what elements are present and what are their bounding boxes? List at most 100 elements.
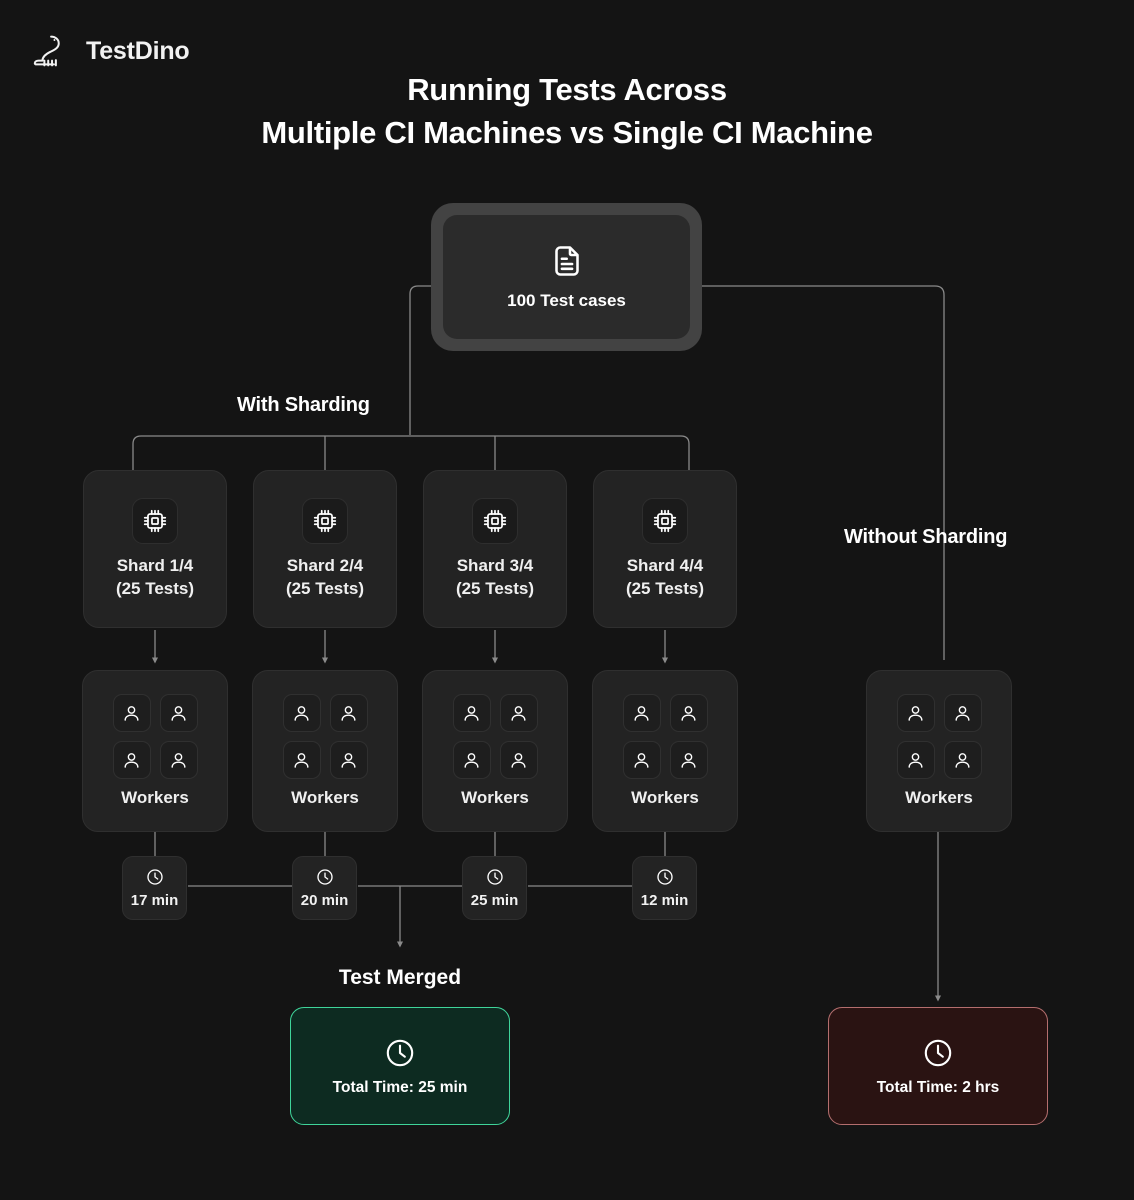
time-badge-shard-2-value: 20 min [300,892,349,909]
worker-cell [452,741,491,779]
worker-cell [669,694,708,732]
cpu-icon [143,509,167,533]
user-icon [294,752,309,768]
cpu-icon-tile [472,498,518,544]
title-line-2: Multiple CI Machines vs Single CI Machin… [261,115,873,150]
worker-cell [499,694,538,732]
shard-card-1[interactable]: Shard 1/4 (25 Tests) [83,470,227,628]
workers-card-5-unsharded[interactable]: Workers [866,670,1012,832]
worker-cell [112,694,151,732]
user-icon [171,752,186,768]
shard-card-4-text: Shard 4/4 (25 Tests) [626,554,704,600]
user-icon [634,752,649,768]
user-icon [908,705,923,721]
user-icon [681,705,696,721]
document-icon [554,246,579,276]
user-icon [124,705,139,721]
workers-card-4[interactable]: Workers [592,670,738,832]
clock-icon [146,869,163,885]
shard-card-4[interactable]: Shard 4/4 (25 Tests) [593,470,737,628]
workers-card-3[interactable]: Workers [422,670,568,832]
worker-cell [329,741,368,779]
worker-cell [329,694,368,732]
result-card-sharded-text: Total Time: 25 min [332,1078,468,1096]
shard-card-4-name: Shard 4/4 [626,556,704,575]
workers-card-4-label: Workers [631,788,699,807]
shard-card-4-tests: (25 Tests) [625,579,705,598]
user-icon [294,705,309,721]
worker-cell [159,741,198,779]
root-node-test-cases[interactable]: 100 Test cases [431,203,702,351]
shard-card-3[interactable]: Shard 3/4 (25 Tests) [423,470,567,628]
brand-name: TestDino [86,36,190,65]
user-icon [341,705,356,721]
shard-card-3-tests: (25 Tests) [455,579,535,598]
dinosaur-icon [33,35,60,67]
workers-card-1-label: Workers [121,788,189,807]
time-badge-shard-1[interactable]: 17 min [122,856,187,920]
user-icon [511,752,526,768]
worker-cell [282,741,321,779]
cpu-icon-tile [302,498,348,544]
time-badge-shard-3-value: 25 min [470,892,519,909]
cpu-icon [313,509,337,533]
workers-card-3-label: Workers [461,788,529,807]
worker-icon-grid [896,694,982,779]
worker-cell [622,694,661,732]
worker-cell [622,741,661,779]
user-icon [341,752,356,768]
shard-card-1-tests: (25 Tests) [115,579,195,598]
root-node-label: 100 Test cases [507,291,626,310]
user-icon [955,752,970,768]
user-icon [955,705,970,721]
user-icon [511,705,526,721]
user-icon [908,752,923,768]
worker-icon-grid [622,694,708,779]
shard-card-2-text: Shard 2/4 (25 Tests) [286,554,364,600]
test-merged-label: Test Merged [338,966,462,989]
workers-card-2[interactable]: Workers [252,670,398,832]
worker-cell [896,741,935,779]
shard-card-1-text: Shard 1/4 (25 Tests) [116,554,194,600]
clock-icon [924,1039,952,1066]
clock-icon [656,869,673,885]
worker-cell [112,741,151,779]
clock-icon [386,1039,414,1066]
time-badge-shard-1-value: 17 min [130,892,179,909]
result-card-sharded[interactable]: Total Time: 25 min [290,1007,510,1125]
cpu-icon-tile [642,498,688,544]
user-icon [464,752,479,768]
time-badge-shard-3[interactable]: 25 min [462,856,527,920]
user-icon [634,705,649,721]
time-badge-shard-2[interactable]: 20 min [292,856,357,920]
shard-card-3-text: Shard 3/4 (25 Tests) [456,554,534,600]
clock-icon [486,869,503,885]
worker-cell [282,694,321,732]
branch-label-with-sharding: With Sharding [237,394,370,416]
page-title: Running Tests Across Multiple CI Machine… [0,68,1134,154]
result-card-unsharded-text: Total Time: 2 hrs [876,1078,1000,1096]
cpu-icon [653,509,677,533]
result-card-unsharded[interactable]: Total Time: 2 hrs [828,1007,1048,1125]
title-line-1: Running Tests Across [407,72,727,107]
shard-card-2-name: Shard 2/4 [286,556,364,575]
root-node-inner: 100 Test cases [443,215,690,339]
user-icon [124,752,139,768]
shard-card-2[interactable]: Shard 2/4 (25 Tests) [253,470,397,628]
workers-card-1[interactable]: Workers [82,670,228,832]
time-badge-shard-4[interactable]: 12 min [632,856,697,920]
worker-cell [943,694,982,732]
worker-cell [452,694,491,732]
shard-card-1-name: Shard 1/4 [116,556,194,575]
worker-cell [669,741,708,779]
worker-icon-grid [452,694,538,779]
worker-cell [159,694,198,732]
shard-card-2-tests: (25 Tests) [285,579,365,598]
worker-cell [943,741,982,779]
branch-label-without-sharding: Without Sharding [844,526,1008,548]
workers-card-5-label: Workers [905,788,973,807]
brand-logo: TestDino [30,28,190,74]
user-icon [681,752,696,768]
cpu-icon-tile [132,498,178,544]
